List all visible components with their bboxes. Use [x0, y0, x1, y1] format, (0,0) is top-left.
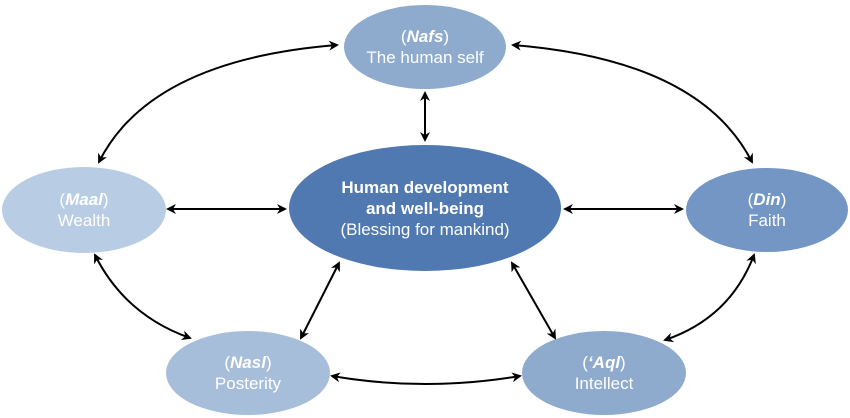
center-line2: and well-being	[365, 198, 485, 218]
paren: (	[747, 190, 754, 209]
maal-term: Maal	[65, 190, 103, 209]
arrow-center-aql	[511, 261, 556, 340]
arrow-nasl-aql	[330, 372, 522, 385]
node-aql: (‘Aql) Intellect	[522, 331, 686, 415]
nafs-term: Nafs	[406, 27, 444, 46]
din-label: Faith	[748, 211, 786, 230]
aql-label: Intellect	[574, 374, 634, 393]
arrow-nafs-din	[511, 40, 753, 164]
node-din: (Din) Faith	[686, 168, 848, 252]
paren: )	[780, 190, 787, 209]
paren: )	[620, 353, 626, 372]
din-term: Din	[753, 190, 781, 209]
node-maal: (Maal) Wealth	[2, 167, 166, 253]
nafs-label: The human self	[366, 48, 484, 67]
arrow-din-aql	[663, 253, 756, 343]
paren: (	[582, 353, 588, 372]
aql-term: ‘Aql	[587, 353, 621, 372]
paren: )	[102, 190, 109, 209]
node-center: Human development and well-being (Blessi…	[289, 145, 561, 271]
aql-ellipse	[522, 331, 686, 415]
maal-ellipse	[2, 167, 166, 253]
arrow-center-nasl	[300, 261, 340, 340]
center-ellipse	[289, 145, 561, 271]
arrow-maal-nasl	[94, 253, 192, 341]
nasl-label: Posterity	[214, 374, 282, 393]
node-nasl: (Nasl) Posterity	[166, 331, 330, 415]
center-line3: (Blessing for mankind)	[340, 219, 510, 239]
din-ellipse	[686, 168, 848, 252]
node-nafs: (Nafs) The human self	[344, 5, 506, 89]
nafs-ellipse	[344, 5, 506, 89]
maal-label: Wealth	[57, 211, 111, 230]
paren: (	[59, 190, 66, 209]
paren: (	[400, 27, 407, 46]
arrow-nafs-maal	[98, 40, 339, 164]
paren: )	[265, 353, 272, 372]
paren: )	[443, 27, 450, 46]
center-line1: Human development	[341, 177, 509, 197]
nasl-term: Nasl	[230, 353, 266, 372]
nasl-ellipse	[166, 331, 330, 415]
paren: (	[224, 353, 231, 372]
